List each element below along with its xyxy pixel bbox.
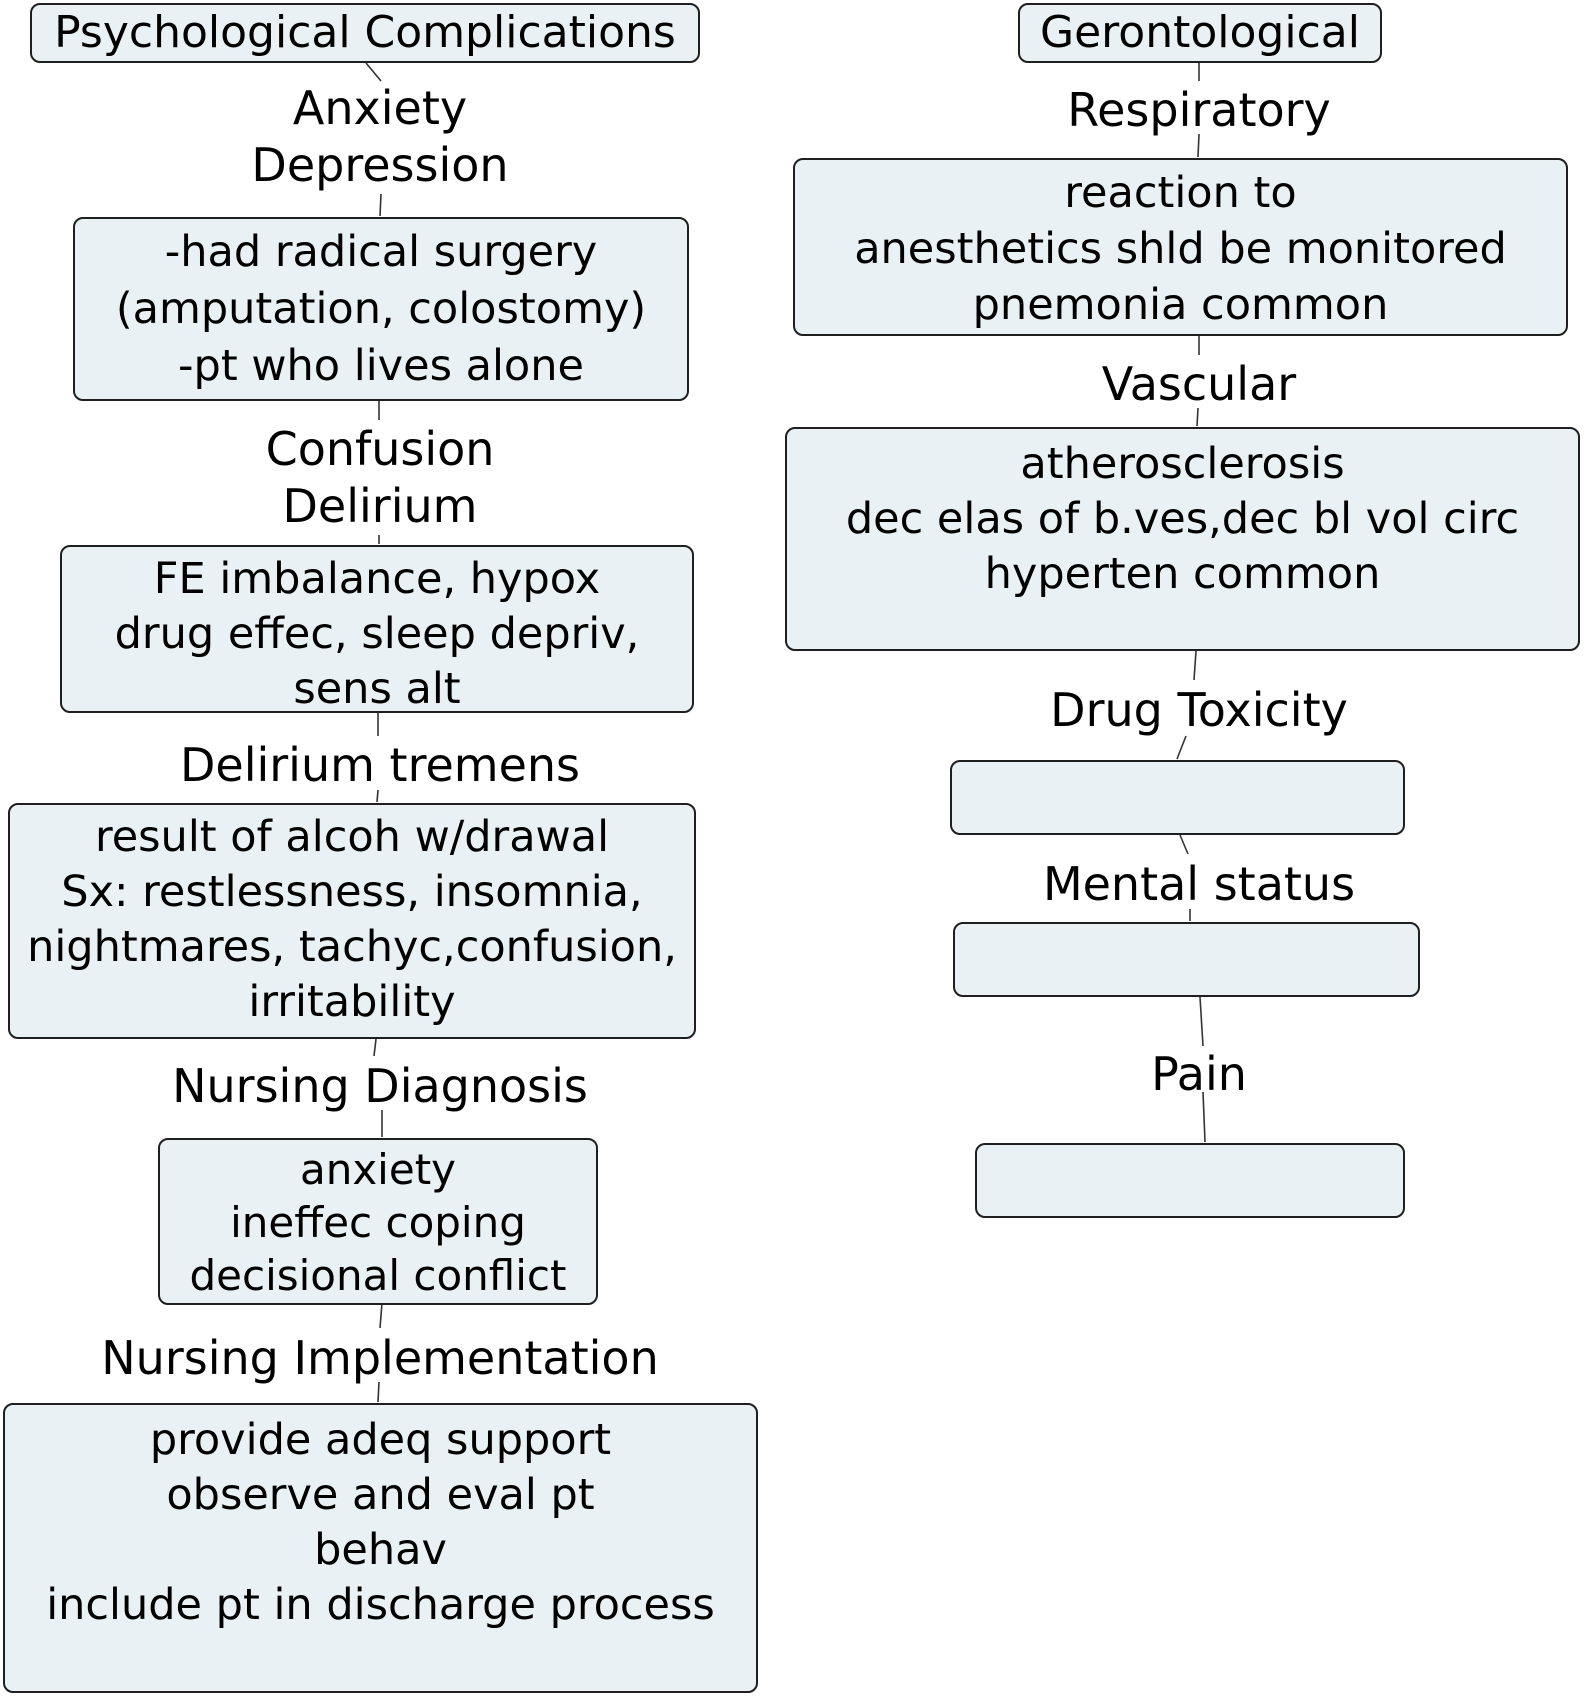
node-psychological-complications-title[interactable]: Psychological Complications	[30, 3, 700, 63]
node-nursing-diagnosis-list[interactable]: anxiety ineffec coping decisional confli…	[158, 1138, 598, 1305]
label-nursing-diagnosis[interactable]: Nursing Diagnosis	[172, 1059, 588, 1113]
label-delirium-tremens[interactable]: Delirium tremens	[179, 738, 581, 792]
node-mental-status-empty[interactable]	[953, 922, 1420, 997]
connector	[1176, 735, 1187, 760]
label-pain[interactable]: Pain	[1151, 1047, 1247, 1101]
node-vascular-notes[interactable]: atherosclerosis dec elas of b.ves,dec bl…	[785, 427, 1580, 651]
label-mental-status[interactable]: Mental status	[1042, 857, 1356, 911]
connector	[365, 62, 382, 82]
connector	[1193, 650, 1197, 681]
connector	[1199, 996, 1204, 1047]
connector	[1179, 834, 1189, 855]
connector	[379, 1302, 383, 1329]
connector	[373, 1038, 377, 1057]
node-pain-empty[interactable]	[975, 1143, 1405, 1218]
connector	[379, 193, 382, 217]
node-alcohol-withdrawal-sx[interactable]: result of alcoh w/drawal Sx: restlessnes…	[8, 803, 696, 1039]
node-nursing-implementation-list[interactable]: provide adeq support observe and eval pt…	[3, 1403, 758, 1693]
label-confusion-delirium[interactable]: Confusion Delirium	[265, 422, 495, 533]
node-radical-surgery-lives-alone[interactable]: -had radical surgery (amputation, colost…	[73, 217, 689, 401]
node-gerontological-title[interactable]: Gerontological	[1018, 3, 1382, 63]
node-fe-imbalance[interactable]: FE imbalance, hypox drug effec, sleep de…	[60, 545, 694, 713]
label-drug-toxicity[interactable]: Drug Toxicity	[1050, 683, 1348, 737]
node-respiratory-notes[interactable]: reaction to anesthetics shld be monitore…	[793, 158, 1568, 336]
label-respiratory[interactable]: Respiratory	[1067, 83, 1331, 137]
label-nursing-implementation[interactable]: Nursing Implementation	[101, 1331, 659, 1385]
label-anxiety-depression[interactable]: Anxiety Depression	[251, 81, 509, 192]
label-vascular[interactable]: Vascular	[1101, 357, 1297, 411]
node-drug-toxicity-empty[interactable]	[950, 760, 1405, 835]
